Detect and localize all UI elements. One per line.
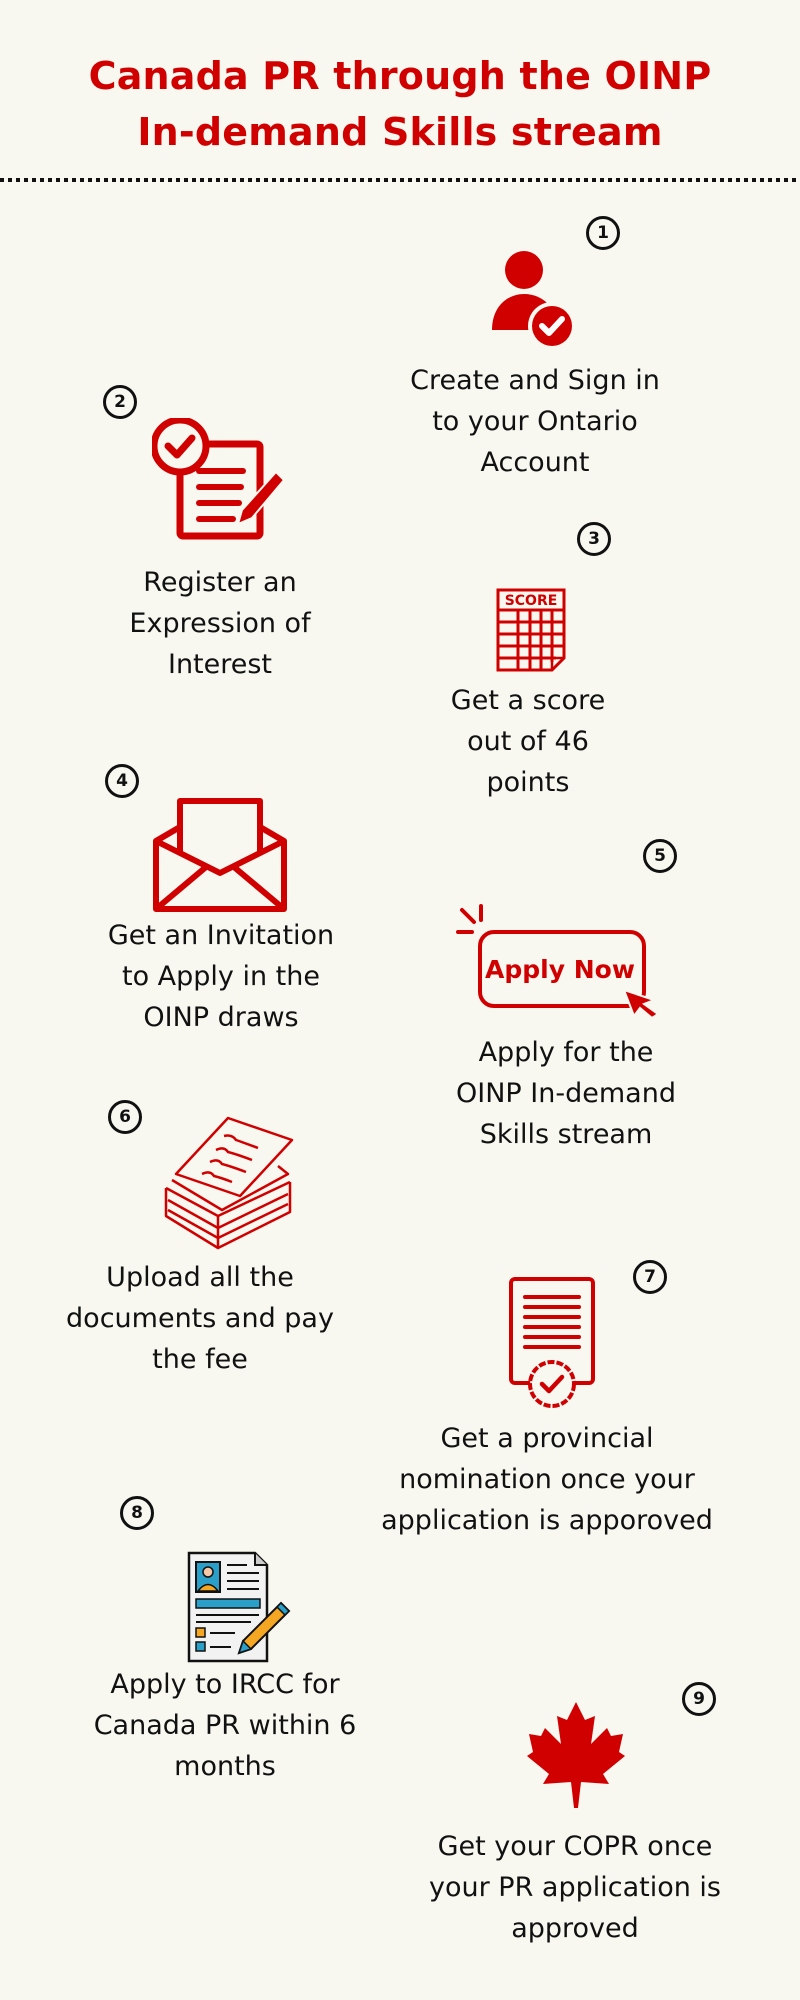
step-4-caption: Get an Invitation to Apply in the OINP d… (107, 920, 335, 1033)
open-envelope-icon (152, 797, 288, 913)
step-8-caption: Apply to IRCC for Canada PR within 6 mon… (93, 1669, 357, 1782)
step-7-number-badge: 7 (633, 1260, 667, 1294)
step-1-number-badge: 1 (586, 216, 620, 250)
score-sheet-icon: SCORE (496, 588, 566, 672)
certificate-icon (508, 1276, 596, 1408)
step-7-caption: Get a provincial nomination once your ap… (381, 1423, 713, 1536)
step-4-number-badge: 4 (105, 764, 139, 798)
svg-text:SCORE: SCORE (505, 593, 558, 609)
step-9-caption: Get your COPR once your PR application i… (428, 1831, 722, 1944)
title-line-2: In-demand Skills stream (137, 110, 663, 154)
step-2-number-badge: 2 (103, 385, 137, 419)
step-8-number-badge: 8 (120, 1496, 154, 1530)
step-6-caption: Upload all the documents and pay the fee (66, 1262, 334, 1375)
apply-now-button-icon: Apply Now (456, 904, 662, 1018)
step-5-number-badge: 5 (643, 839, 677, 873)
user-check-icon (490, 248, 580, 348)
title-line-1: Canada PR through the OINP (88, 54, 712, 98)
maple-leaf-icon (525, 1700, 627, 1810)
step-3-number-badge: 3 (577, 522, 611, 556)
step-9-number-badge: 9 (682, 1682, 716, 1716)
svg-text:Apply Now: Apply Now (485, 955, 635, 984)
dotted-divider (0, 178, 800, 182)
paper-stack-icon (162, 1116, 298, 1254)
step-5-caption: Apply for the OINP In-demand Skills stre… (456, 1037, 676, 1150)
step-3-caption: Get a score out of 46 points (450, 685, 606, 798)
step-6-number-badge: 6 (108, 1100, 142, 1134)
document-checklist-pencil-icon (152, 418, 288, 540)
application-form-pen-icon (187, 1551, 293, 1664)
step-2-caption: Register an Expression of Interest (129, 567, 311, 680)
page-title: Canada PR through the OINP In-demand Ski… (0, 48, 800, 160)
step-1-caption: Create and Sign in to your Ontario Accou… (410, 365, 660, 478)
